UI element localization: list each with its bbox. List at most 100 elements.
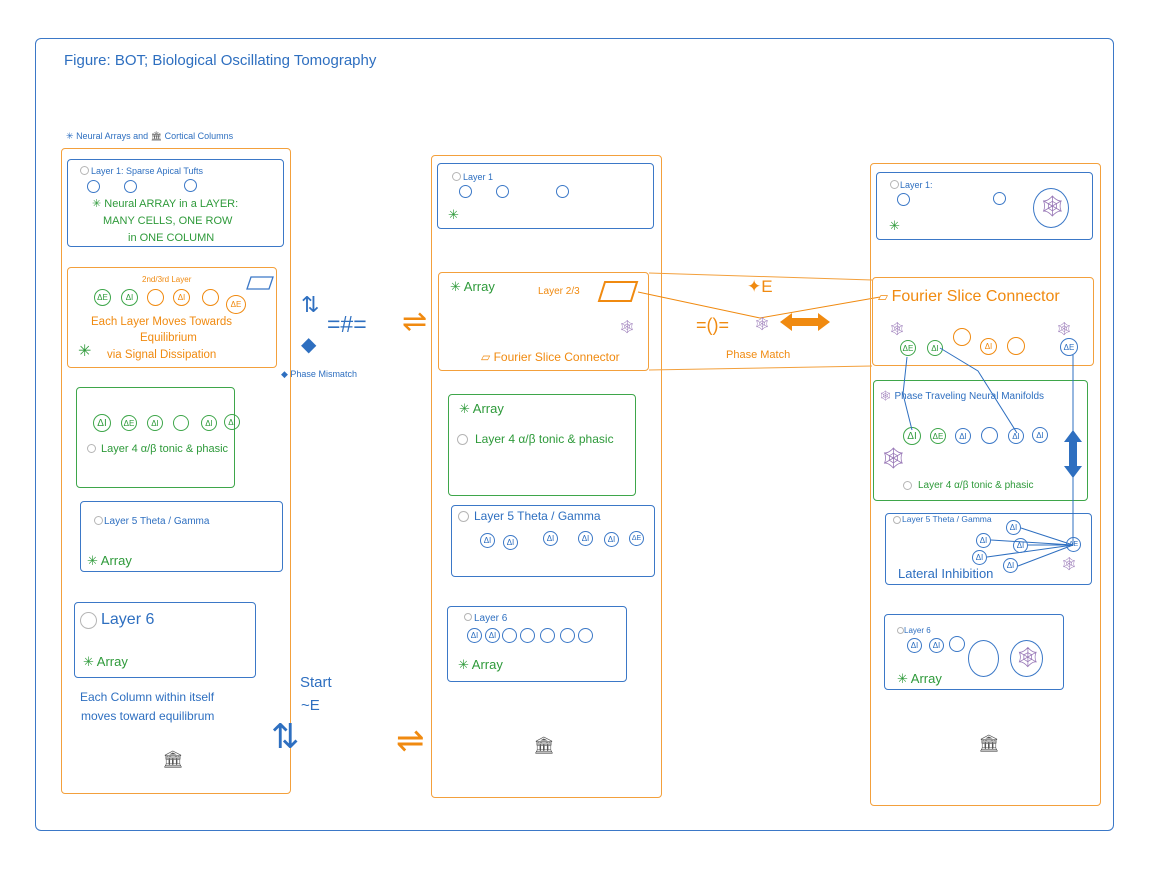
column-1 [61,148,291,794]
figure-frame [35,38,1114,831]
start-e-label: ~E [301,697,320,714]
col1-l23-cell [147,289,164,306]
asterisk-icon: ✳ [448,207,459,222]
col3-l1-bullet [890,180,899,189]
asterisk-icon: ✳ [450,279,464,294]
col3-l4-title-top: 🕸 Phase Traveling Neural Manifolds [879,391,1044,403]
col3-l4-cell [981,427,998,444]
col1-l6-title: Layer 6 [101,611,155,628]
asterisk-icon: ✳ [459,401,473,416]
col1-l4-cell: ΔI [201,415,217,431]
asterisk-icon: ✳ [92,198,105,210]
col1-l1-note-1-text: Neural ARRAY in a LAYER: [104,198,239,210]
legend: ✳ Neural Arrays and 🏛 Cortical Columns [66,131,233,141]
start-label: Start [300,674,332,691]
bottom-equilibrium-arrow: ⇌ [396,722,425,760]
col3-l5-cell: ΔE [1066,537,1081,552]
col2-l6-array: ✳ Array [458,657,503,673]
col3-l6-cell: ΔI [907,638,922,653]
swap-symbol: ⇅ [301,292,320,317]
col3-l6-cell [949,636,965,652]
building-icon: 🏛 [978,734,1000,753]
asterisk-icon: ✳ [78,343,92,360]
column-3 [870,163,1101,806]
col3-l4-bullet [903,481,912,490]
col3-l6-title: Layer 6 [904,626,931,635]
legend-neural-arrays: Neural Arrays and [76,131,149,141]
col1-l4-cell: ΔI [224,414,240,430]
col2-l23-connector-text: Fourier Slice Connector [493,350,620,364]
col3-l4-cell: ΔI [1008,428,1024,444]
web-icon: 🕸 [880,447,907,470]
col1-l23-cell [202,289,219,306]
col3-l5-lateral: Lateral Inhibition [898,566,994,581]
web-icon: 🕸 [1039,195,1066,218]
col2-l6-cell [578,628,593,643]
col2-l6-bullet [464,613,472,621]
building-icon: 🏛 [533,736,555,755]
col3-l1-cell [993,192,1006,205]
phase-match-label: Phase Match [726,349,791,361]
col1-l1-cell [87,180,100,193]
col2-layer1 [437,163,654,229]
col1-l4-cell: ΔE [121,415,137,431]
col2-l4-array-text: Array [472,401,504,416]
col2-l6-cell [502,628,517,643]
col2-l6-cell: ΔI [485,628,500,643]
col1-l23-title: 2nd/3rd Layer [142,275,192,284]
col2-l1-cell [496,185,509,198]
col2-l5-bullet [458,511,469,522]
col3-l5-title: Layer 5 Theta / Gamma [902,514,992,524]
col3-l23-cell: ΔI [927,340,943,356]
col1-l1-note-2: MANY CELLS, ONE ROW [103,215,233,227]
figure-title: Figure: BOT; Biological Oscillating Tomo… [64,52,377,69]
web-icon: 🕸 [1061,556,1078,571]
col1-l1-title: Layer 1: Sparse Apical Tufts [91,166,204,176]
col1-l5-title: Layer 5 Theta / Gamma [104,516,210,527]
building-icon: 🏛 [162,750,184,769]
col2-l6-cell: ΔI [467,628,482,643]
col1-layer1 [67,159,284,247]
col1-l23-cell: ΔI [121,289,138,306]
col2-l23-title: Layer 2/3 [538,286,580,297]
col1-l4-title: Layer 4 α/β tonic & phasic [101,443,229,455]
asterisk-icon: ✳ [897,671,911,686]
col1-l1-cell [184,179,197,192]
col2-l5-cell: ΔE [629,531,644,546]
double-arrow-icon [780,313,830,331]
col1-layer6 [74,602,256,678]
col1-l5-array-text: Array [100,553,132,568]
web-icon: 🕸 [879,391,895,402]
parallelogram-icon: ▱ [878,289,892,304]
col3-l6-bullet [897,627,904,634]
asterisk-icon: ✳ [458,657,472,672]
col2-l1-cell [556,185,569,198]
col1-l23-note-3: via Signal Dissipation [107,349,217,361]
asterisk-icon: ✳ [87,553,101,568]
col3-l5-cell: ΔI [1013,538,1028,553]
web-icon: 🕸 [754,316,771,331]
col3-l4-cell: ΔI [1032,427,1048,443]
col1-note-1: Each Column within itself [80,690,215,704]
col3-layer5 [885,513,1092,585]
col2-l6-cell [540,628,555,643]
bottom-swap-symbol: ⇅ [271,718,300,756]
col1-l1-bullet [80,166,89,175]
col2-l6-title: Layer 6 [474,613,508,624]
col1-l4-cell: ΔI [93,414,111,432]
col1-l4-cell: ΔI [147,415,163,431]
web-icon: 🕸 [1056,321,1073,336]
col2-layer4 [448,394,636,496]
col3-l6-array: ✳ Array [897,671,942,687]
col2-l5-cell: ΔI [503,535,518,550]
col2-l1-bullet [452,172,461,181]
col1-note-2: moves toward equilibrum [81,709,215,723]
col2-l23-array-text: Array [463,279,495,294]
col3-l1-web-cell [1033,188,1069,228]
match-symbol: =()= [696,315,730,335]
col3-l23-cell [1007,337,1025,355]
col2-layer23 [438,272,649,371]
col2-layer5 [451,505,655,577]
